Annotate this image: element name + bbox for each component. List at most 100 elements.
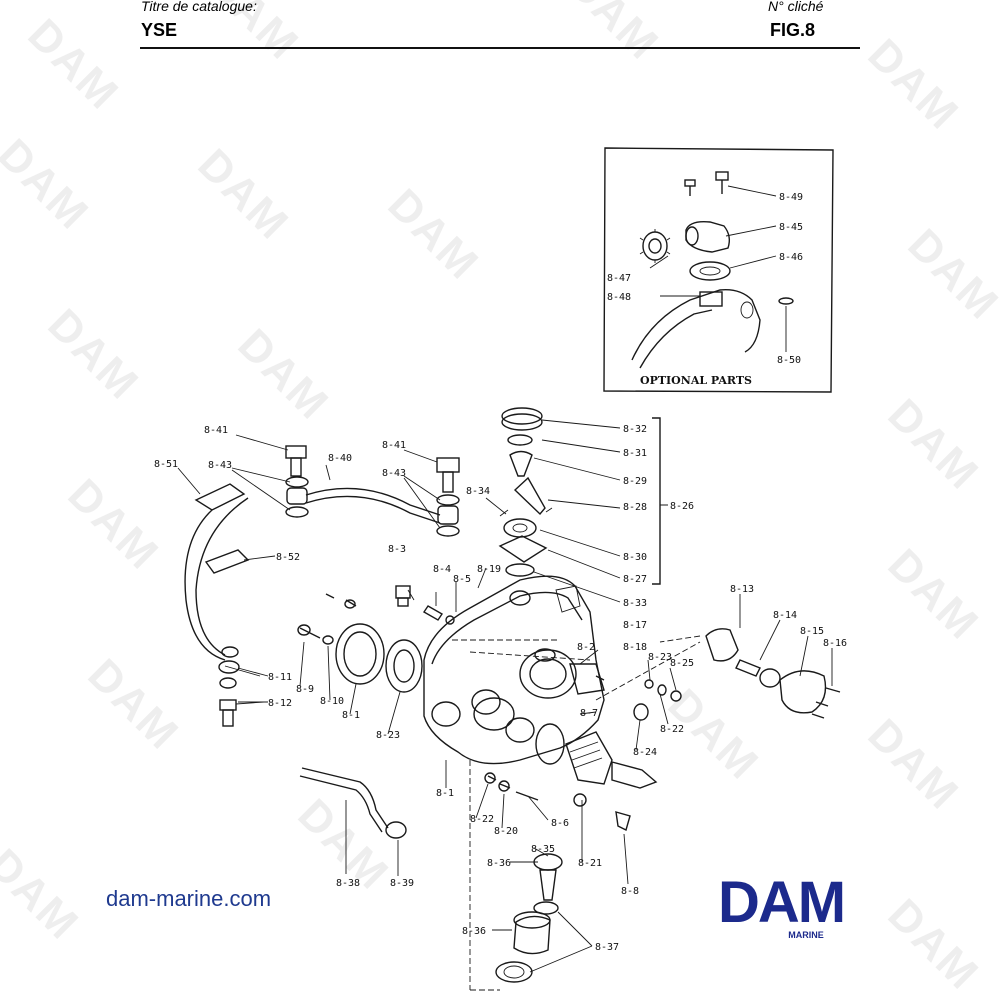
website-link[interactable]: dam-marine.com	[106, 886, 272, 911]
callout-8-43: 8-43	[208, 460, 232, 471]
fuel-pump-stack: 8-32 8-31 8-29 8-28 8-26 8-30 8-27 8-33 …	[466, 407, 694, 653]
callout-8-1: 8-1	[436, 788, 454, 799]
o-ring-icon	[495, 961, 533, 983]
callout-8-47: 8-47	[607, 273, 631, 284]
callout-8-40: 8-40	[328, 453, 352, 464]
nut-icon	[219, 677, 237, 689]
callout-8-11: 8-9	[296, 684, 314, 695]
bolt-icon	[487, 775, 539, 801]
fitting-icon	[219, 699, 237, 711]
callout-8-20: 8-6	[551, 818, 569, 829]
callout-8-34: 8-34	[466, 486, 490, 497]
callout-8-31: 8-31	[623, 448, 647, 459]
case-fasteners: 8-3 8-4 8-5 8-19 8-11 8-12 8-9 8-10 8-1 …	[224, 544, 501, 741]
callout-8-19: 8-19	[477, 564, 501, 575]
plug-icon	[395, 585, 411, 599]
washer-icon	[533, 901, 559, 915]
callout-8-10: 8-23	[376, 730, 400, 741]
port-opening	[431, 701, 461, 727]
dam-marine-logo: DAM	[718, 876, 846, 935]
shaft-icon	[735, 659, 761, 677]
nut-icon	[633, 703, 649, 721]
elbow-housing-icon	[685, 220, 731, 253]
callout-8-30: 8-30	[623, 552, 647, 563]
callout-8-41: 8-41	[382, 440, 406, 451]
callout-8-15: 8-15	[800, 626, 824, 637]
callout-8-13: 8-13	[730, 584, 754, 595]
washer-icon	[285, 476, 309, 488]
callout-8-52: 8-52	[276, 552, 300, 563]
group-bracket	[652, 417, 661, 585]
callout-8-6: 8-21	[578, 858, 602, 869]
cover-bracket-icon	[631, 289, 761, 369]
nut-icon	[670, 690, 682, 702]
cliche-label: N° cliché	[768, 0, 824, 14]
o-ring-icon	[778, 297, 794, 305]
nut-icon	[218, 660, 240, 674]
inset-title: OPTIONAL PARTS	[640, 374, 752, 387]
lower-left-pipe: 8-38 8-39	[299, 767, 414, 889]
clamp-icon	[194, 483, 246, 511]
cam-icon	[509, 450, 533, 477]
gear-case-housing	[423, 575, 701, 765]
inset-frame	[603, 147, 834, 393]
callout-8-33: 8-33	[623, 598, 647, 609]
nut-icon	[385, 821, 407, 839]
bolt-icon	[684, 171, 729, 196]
gasket-hole	[699, 266, 721, 276]
callout-8-16: 8-16	[823, 638, 847, 649]
callout-8-42: 8-12	[268, 698, 292, 709]
oil-pipe	[305, 487, 441, 516]
bolt-icon	[615, 811, 631, 832]
washer-icon	[436, 494, 460, 506]
callout-8-27: 8-27	[623, 574, 647, 585]
gasket-icon	[689, 261, 731, 281]
gear-icon	[639, 229, 671, 263]
callout-8-9: 8-1	[342, 710, 360, 721]
banjo-bolt-icon	[285, 445, 307, 459]
lower-pump-assembly: 8-22 8-20 8-6 8-21 8-8	[470, 723, 658, 897]
callout-8-37: 8-37	[595, 942, 619, 953]
catalogue-value: YSE	[141, 20, 178, 40]
callout-8-36: 8-36	[462, 926, 486, 937]
callout-8-2: 8-2	[577, 642, 595, 653]
header-rule	[140, 47, 860, 49]
callout-8-28: 8-28	[623, 502, 647, 513]
coupling-icon	[705, 628, 739, 662]
nut-icon	[221, 646, 239, 658]
callout-8-44: 8-11	[268, 672, 292, 683]
o-ring-icon	[759, 668, 781, 688]
callout-8-48: 8-48	[607, 292, 631, 303]
callout-8-38: 8-38	[336, 878, 360, 889]
shaft-icon	[513, 476, 546, 516]
cover-assembly-right: 8-13 8-14 8-15 8-16	[659, 584, 847, 719]
washer-icon	[644, 679, 654, 689]
callout-8-3: 8-3	[388, 544, 406, 555]
spring-icon	[423, 605, 443, 621]
callout-8-49: 8-49	[779, 192, 803, 203]
callout-8-5: 8-5	[453, 574, 471, 585]
pump-body-icon	[565, 731, 613, 785]
washer-icon	[322, 635, 334, 645]
optional-parts-inset: OPTIONAL PARTS 8-49 8-45	[603, 147, 834, 393]
oil-pipe-assembly: 8-41 8-40 8-41 8-43 8-43 8-51 8-52	[154, 425, 460, 727]
right-side-parts: 8-2 8-23 8-25 8-22 8-7 8-24	[569, 642, 694, 758]
banjo-bolt-icon	[436, 457, 460, 473]
callout-8-22: 8-22	[660, 724, 684, 735]
callout-8-18: 8-18	[623, 642, 647, 653]
callout-8-24: 8-24	[633, 747, 657, 758]
gasket-icon	[505, 563, 535, 577]
callout-8-14: 8-14	[773, 610, 797, 621]
callout-8-22: 8-20	[494, 826, 518, 837]
tag-plate-icon	[204, 549, 250, 574]
callout-8-23: 8-22	[470, 814, 494, 825]
callout-8-23: 8-23	[648, 652, 672, 663]
callout-8-8: 8-8	[621, 886, 639, 897]
callout-8-35: 8-36	[487, 858, 511, 869]
callout-8-25: 8-25	[670, 658, 694, 669]
washer-icon	[285, 506, 309, 518]
hose	[184, 509, 226, 661]
bolt-icon	[299, 627, 321, 639]
ball-icon	[445, 615, 455, 625]
